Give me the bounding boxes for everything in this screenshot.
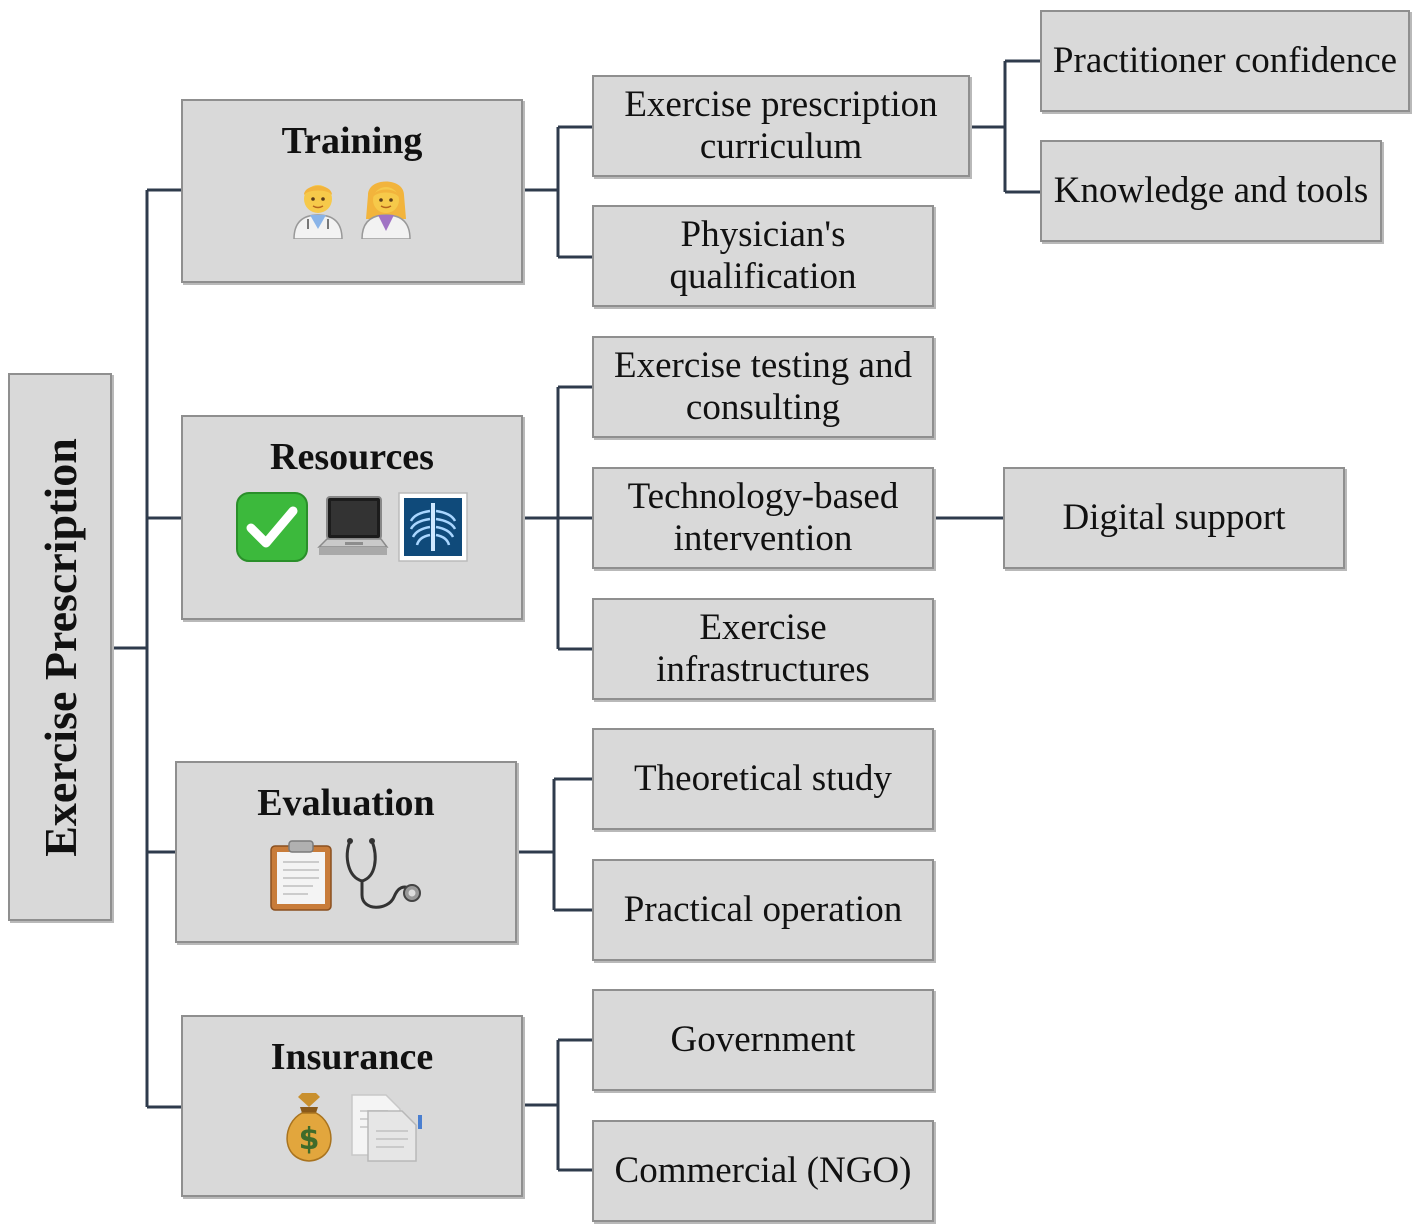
stethoscope-icon bbox=[345, 838, 421, 909]
node-government: Government bbox=[592, 989, 934, 1091]
node-practical-operation: Practical operation bbox=[592, 859, 934, 961]
node-practitioner-confidence: Practitioner confidence bbox=[1040, 10, 1410, 112]
category-training: Training bbox=[181, 99, 523, 283]
laptop-icon bbox=[317, 496, 389, 555]
category-evaluation: Evaluation bbox=[175, 761, 517, 943]
node-label: Commercial (NGO) bbox=[614, 1150, 912, 1191]
node-technology-based-intervention: Technology-based intervention bbox=[592, 467, 934, 569]
node-label: Knowledge and tools bbox=[1053, 170, 1369, 211]
connector-evaluation bbox=[516, 777, 592, 912]
node-label: Technology-based intervention bbox=[627, 476, 899, 559]
node-physicians-qualification: Physician's qualification bbox=[592, 205, 934, 307]
root-label: Exercise Prescription bbox=[34, 437, 86, 857]
node-label: Digital support bbox=[1062, 497, 1286, 538]
connector-resources bbox=[522, 385, 592, 651]
female-health-worker-icon bbox=[361, 181, 411, 239]
check-mark-icon bbox=[236, 492, 308, 562]
node-label: Government bbox=[670, 1019, 856, 1060]
x-ray-icon bbox=[398, 492, 468, 562]
document-icon bbox=[351, 1094, 422, 1162]
connector-root bbox=[112, 188, 181, 1109]
node-label: Theoretical study bbox=[634, 758, 892, 799]
connector-insurance bbox=[522, 1038, 592, 1172]
node-exercise-prescription-curriculum: Exercise prescription curriculum bbox=[592, 75, 970, 177]
connector-training bbox=[522, 125, 592, 259]
category-insurance: Insurance $ bbox=[181, 1015, 523, 1197]
money-bag-icon: $ bbox=[286, 1093, 332, 1162]
node-label: Practical operation bbox=[623, 889, 903, 930]
category-title: Evaluation bbox=[257, 782, 435, 824]
node-label: Exercise prescription curriculum bbox=[624, 84, 938, 167]
node-exercise-infrastructures: Exercise infrastructures bbox=[592, 598, 934, 700]
category-resources: Resources bbox=[181, 415, 523, 620]
node-commercial-ngo: Commercial (NGO) bbox=[592, 1120, 934, 1222]
connector-curriculum bbox=[970, 59, 1040, 194]
node-digital-support: Digital support bbox=[1003, 467, 1345, 569]
root-node: Exercise Prescription bbox=[8, 373, 112, 921]
node-label: Practitioner confidence bbox=[1052, 40, 1398, 81]
node-exercise-testing-consulting: Exercise testing and consulting bbox=[592, 336, 934, 438]
node-label: Physician's qualification bbox=[669, 214, 857, 297]
node-theoretical-study: Theoretical study bbox=[592, 728, 934, 830]
category-title: Training bbox=[281, 120, 423, 162]
male-health-worker-icon bbox=[293, 185, 343, 239]
node-knowledge-and-tools: Knowledge and tools bbox=[1040, 140, 1382, 242]
category-title: Insurance bbox=[270, 1036, 434, 1078]
category-title: Resources bbox=[270, 436, 434, 478]
clipboard-icon bbox=[270, 840, 332, 911]
node-label: Exercise testing and consulting bbox=[614, 345, 912, 428]
svg-text:$: $ bbox=[299, 1122, 320, 1157]
node-label: Exercise infrastructures bbox=[656, 607, 870, 690]
